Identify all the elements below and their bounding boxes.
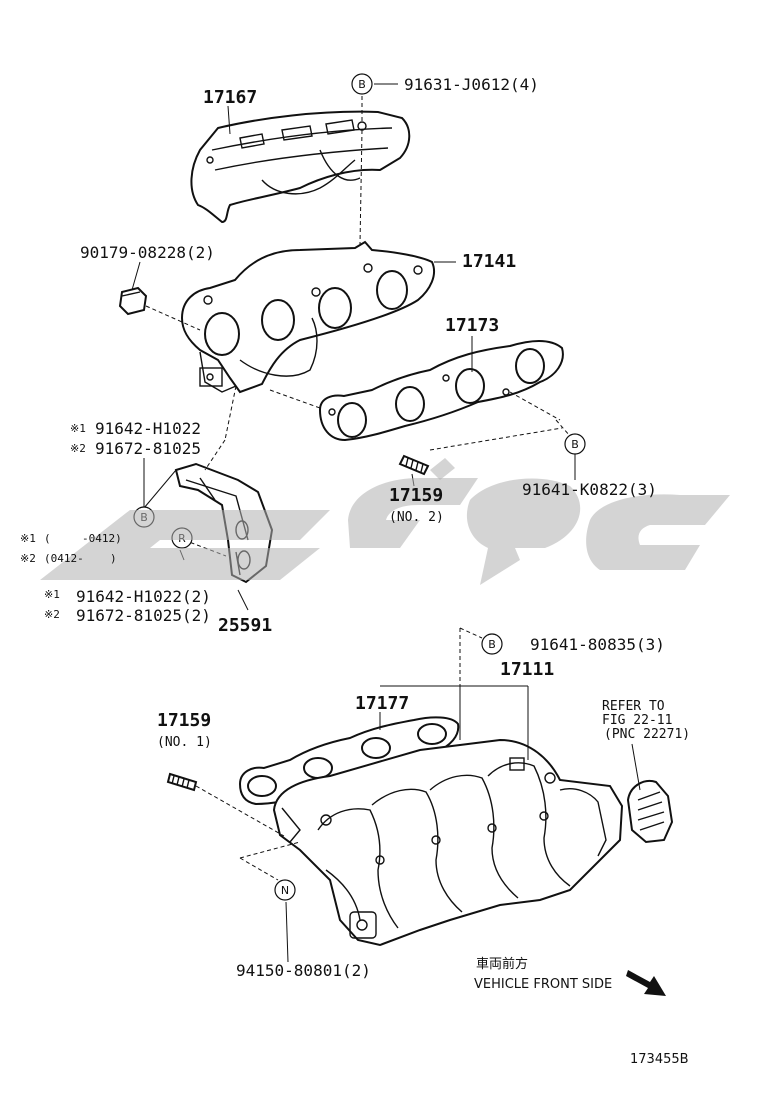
leader-lines (131, 83, 641, 963)
refer-line-1: REFER TO (602, 699, 665, 714)
stud-17159-no1[interactable] (166, 772, 198, 792)
exhaust-manifold-17141[interactable] (180, 240, 436, 394)
refer-line-2: FIG 22-11 (602, 713, 672, 728)
callout-b-right: B (564, 433, 586, 455)
label-17159-no2-sub: (NO. 2) (389, 510, 444, 525)
label-91672-b: 91672-81025(2) (76, 606, 211, 625)
label-91642-a: 91642-H1022 (95, 419, 201, 438)
range-1-open: ( (44, 532, 51, 545)
mark-1-a: ※1 (70, 422, 86, 435)
label-17159-no1-sub: (NO. 1) (157, 735, 212, 750)
label-91642-b: 91642-H1022(2) (76, 587, 211, 606)
gasket-17177[interactable] (238, 716, 460, 806)
label-91672-a: 91672-81025 (95, 439, 201, 458)
intake-manifold-17111[interactable] (272, 738, 624, 947)
range-2-value: (0412- (44, 552, 84, 565)
mark-1-range: ※1 (20, 532, 36, 545)
front-label-jp: 車両前方 (476, 956, 528, 972)
figure-number: 173455B (630, 1052, 689, 1067)
stud-17159-no2[interactable] (398, 454, 430, 476)
label-17141: 17141 (462, 251, 516, 272)
mark-2-b: ※2 (44, 608, 60, 621)
range-1-value: -0412) (82, 532, 122, 545)
label-91641-k0822: 91641-K0822(3) (522, 480, 657, 499)
svg-text:B: B (571, 438, 579, 451)
range-2-close: ) (110, 552, 117, 565)
throttle-gasket-ref[interactable] (626, 780, 674, 844)
label-17167: 17167 (203, 87, 257, 108)
svg-text:N: N (281, 884, 289, 897)
gasket-17173[interactable] (318, 340, 564, 442)
label-91631: 91631-J0612(4) (404, 75, 539, 94)
label-17173: 17173 (445, 315, 499, 336)
label-94150: 94150-80801(2) (236, 961, 371, 980)
mark-1-b: ※1 (44, 588, 60, 601)
heat-insulator-17167[interactable] (190, 110, 411, 224)
label-91641-80835: 91641-80835(3) (530, 635, 665, 654)
front-direction-arrow-icon (626, 970, 666, 996)
mark-2-a: ※2 (70, 442, 86, 455)
label-90179: 90179-08228(2) (80, 243, 215, 262)
watermark-logo (40, 458, 730, 585)
label-25591: 25591 (218, 615, 272, 636)
label-17177: 17177 (355, 693, 409, 714)
callout-n-intake: N (274, 879, 296, 901)
label-17159-no2: 17159 (389, 485, 443, 506)
callout-b-intake: B (481, 633, 503, 655)
label-17111: 17111 (500, 659, 554, 680)
mark-2-range: ※2 (20, 552, 36, 565)
label-17159-no1: 17159 (157, 710, 211, 731)
front-label-en: VEHICLE FRONT SIDE (474, 977, 612, 992)
refer-line-3: (PNC 22271) (604, 727, 690, 742)
callout-b-top: B (351, 73, 373, 95)
svg-text:B: B (358, 78, 366, 91)
svg-text:B: B (488, 638, 496, 651)
nut-90179[interactable] (118, 286, 148, 316)
